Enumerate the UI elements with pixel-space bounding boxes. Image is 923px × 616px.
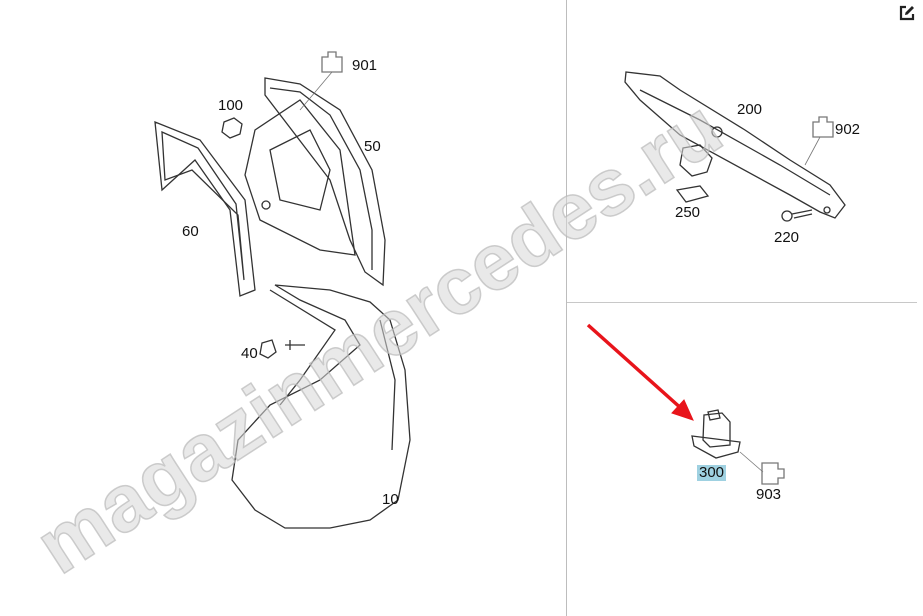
part-300-light [691,435,741,459]
part-label-40[interactable]: 40 [241,345,258,362]
part-label-300-selected[interactable]: 300 [697,464,727,481]
edit-icon[interactable] [898,4,916,22]
part-40-clip [259,339,277,359]
part-50-glass [264,77,386,287]
part-50-motor [244,99,356,256]
connector-901 [321,51,343,73]
part-label-50[interactable]: 50 [364,138,381,155]
part-label-200[interactable]: 200 [737,101,763,118]
part-label-250[interactable]: 250 [675,204,701,221]
part-label-901[interactable]: 901 [352,57,378,74]
vertical-divider [566,0,567,616]
part-250-seal [675,185,710,203]
part-60-gasket [154,120,256,297]
part-220-screw [781,210,793,222]
connector-902 [812,116,834,138]
part-label-60[interactable]: 60 [182,223,199,240]
part-200-bracket [624,71,846,219]
part-label-220[interactable]: 220 [774,229,800,246]
part-label-10[interactable]: 10 [382,491,399,508]
part-label-902[interactable]: 902 [835,121,861,138]
part-250-connector [679,144,713,177]
part-10-cover [231,284,411,529]
red-arrow [586,323,694,421]
connector-903 [761,462,785,485]
part-label-100[interactable]: 100 [218,97,244,114]
part-100-nut [221,117,243,139]
part-label-903[interactable]: 903 [756,486,782,503]
horizontal-divider [567,302,917,303]
